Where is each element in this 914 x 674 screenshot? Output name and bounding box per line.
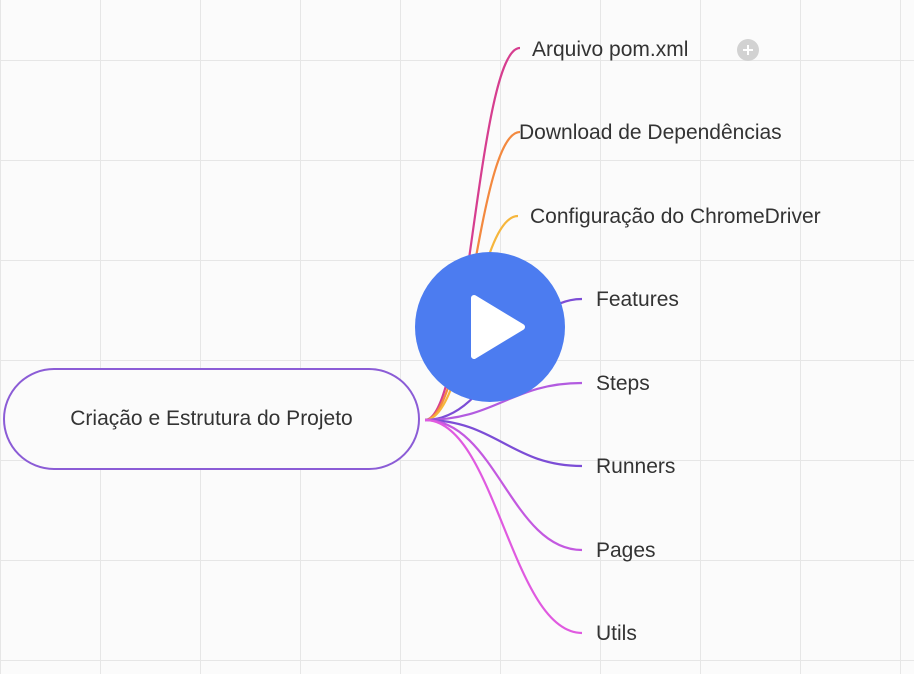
node-arquivo-pom[interactable]: Arquivo pom.xml xyxy=(532,38,689,61)
plus-glyph xyxy=(743,45,753,55)
play-button[interactable] xyxy=(415,252,565,402)
node-pages[interactable]: Pages xyxy=(596,539,656,562)
connector-runners xyxy=(424,418,583,468)
root-node-label: Criação e Estrutura do Projeto xyxy=(70,407,353,430)
node-features[interactable]: Features xyxy=(596,288,679,311)
node-configuracao-chromedriver[interactable]: Configuração do ChromeDriver xyxy=(530,205,821,228)
connector-pages xyxy=(424,418,583,552)
plus-circle-icon[interactable] xyxy=(737,39,759,61)
connector-steps xyxy=(424,381,583,422)
play-icon xyxy=(471,295,525,359)
node-runners[interactable]: Runners xyxy=(596,455,676,478)
connector-utils xyxy=(424,418,583,635)
node-utils[interactable]: Utils xyxy=(596,622,637,645)
node-steps[interactable]: Steps xyxy=(596,372,650,395)
connector-arquivo-pom xyxy=(424,46,521,422)
node-download-dependencias[interactable]: Download de Dependências xyxy=(519,121,782,144)
root-node[interactable]: Criação e Estrutura do Projeto xyxy=(3,368,420,470)
